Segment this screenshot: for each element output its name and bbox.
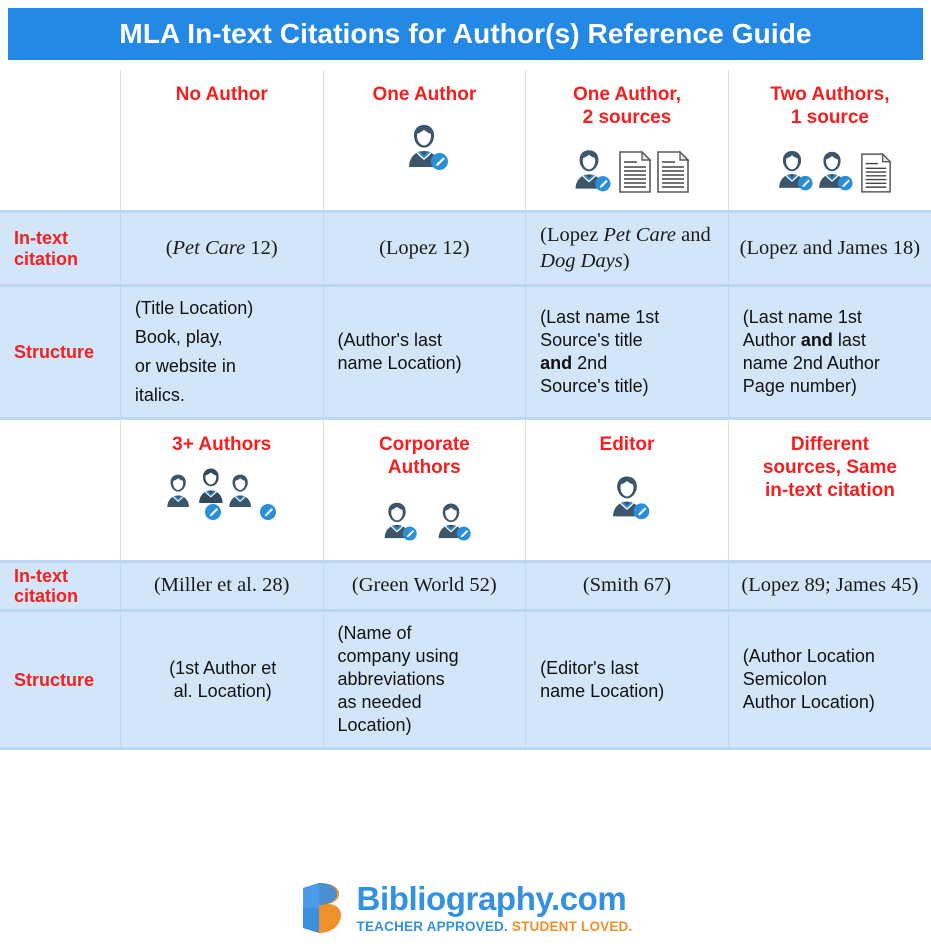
row-label-line1: In-text (14, 228, 68, 249)
row-label-line2: citation (14, 586, 79, 607)
cell-citation-corporate-authors: (Green World 52) (322, 560, 526, 611)
cell-citation-one-author-two-sources: (Lopez Pet Care and Dog Days) (525, 209, 729, 286)
column-header-two-authors-one-source: Two Authors, 1 source (727, 70, 931, 212)
cell-citation-no-author: (Pet Care 12) (119, 209, 324, 286)
column-header-label: Different sources, Same in-text citation (762, 434, 897, 501)
column-header-label: Editor (599, 434, 655, 456)
column-header-editor: Editor (525, 418, 729, 562)
column-header-label: One Author, 2 sources (572, 84, 681, 128)
header-spacer-cell (0, 70, 121, 212)
citation-italic-title-1: Pet Care (603, 224, 677, 246)
three-people-icon (162, 465, 282, 521)
document-icon (619, 149, 652, 193)
cell-structure-three-plus-authors: (1st Author et al. Location) (119, 608, 324, 751)
cell-citation-three-plus-authors: (Miller et al. 28) (119, 560, 324, 611)
column-header-label: 3+ Authors (172, 434, 272, 456)
row-label-line2: citation (14, 248, 79, 269)
structure-line-bold: Author and last (742, 330, 866, 351)
column-header-corporate-authors: Corporate Authors (322, 418, 526, 562)
column-header-one-author: One Author (322, 70, 526, 212)
logo-tagline: TEACHER APPROVED. STUDENT LOVED. (357, 920, 633, 934)
table-header-row-1: No Author One Author (0, 70, 931, 212)
document-icon (657, 149, 690, 193)
person-female-icon (601, 465, 653, 521)
cell-structure-corporate-authors: (Name of company using abbreviations as … (322, 608, 526, 751)
cell-structure-one-author: (Author's last name Location) (322, 284, 526, 421)
structure-row-2: Structure (1st Author et al. Location) (… (0, 608, 931, 751)
person-female-with-two-documents-icon (564, 138, 690, 194)
row-label-in-text-citation: In-text citation (0, 209, 121, 286)
document-icon (861, 152, 892, 193)
cell-citation-one-author: (Lopez 12) (322, 209, 526, 286)
cell-structure-one-author-two-sources: (Last name 1st Source's title and 2nd So… (525, 284, 729, 421)
page-title: MLA In-text Citations for Author(s) Refe… (119, 18, 812, 49)
in-text-citation-row-1: In-text citation (Pet Care 12) (Lopez 12… (0, 209, 931, 286)
citation-italic-title: Pet Care (172, 236, 246, 259)
bibliography-logo-mark (302, 883, 341, 933)
column-header-three-plus-authors: 3+ Authors (119, 418, 324, 562)
logo-brand-name: Bibliography.com (356, 880, 627, 918)
person-male-icon (396, 115, 452, 171)
column-header-no-author: No Author (119, 70, 324, 212)
table-header-row-2: 3+ Authors (0, 418, 931, 562)
two-people-icon (374, 488, 474, 544)
cell-citation-editor: (Smith 67) (525, 560, 729, 611)
cell-structure-two-authors-one-source: (Last name 1st Author and last name 2nd … (727, 284, 931, 421)
in-text-citation-row-2: In-text citation (Miller et al. 28) (Gre… (0, 560, 931, 611)
row-label-in-text-citation-2: In-text citation (0, 560, 121, 611)
logo-tagline-part1: TEACHER APPROVED. (356, 919, 508, 935)
row-label-structure-2: Structure (0, 608, 121, 751)
site-logo[interactable]: Bibliography.com TEACHER APPROVED. STUDE… (0, 882, 931, 934)
cell-citation-two-authors-one-source: (Lopez and James 18) (727, 209, 931, 286)
header-spacer-cell-2 (0, 418, 121, 562)
citation-reference-table: No Author One Author (0, 70, 931, 751)
two-people-with-document-icon (768, 138, 892, 194)
cell-structure-different-sources: (Author Location Semicolon Author Locati… (727, 608, 931, 751)
cell-structure-editor: (Editor's last name Location) (525, 608, 729, 751)
structure-line-bold: and 2nd (540, 353, 608, 374)
row-label-line1: In-text (14, 566, 68, 587)
row-label-structure: Structure (0, 284, 121, 421)
title-bar: MLA In-text Citations for Author(s) Refe… (8, 8, 923, 60)
citation-italic-title-2: Dog Days (540, 249, 623, 272)
structure-row-1: Structure (Title Location) Book, play, o… (0, 284, 931, 421)
column-header-different-sources-same-citation: Different sources, Same in-text citation (727, 418, 931, 562)
column-header-label: Corporate Authors (378, 434, 470, 479)
column-header-label: One Author (372, 84, 477, 105)
logo-tagline-part2: STUDENT LOVED. (507, 919, 633, 935)
cell-citation-different-sources: (Lopez 89; James 45) (727, 560, 931, 611)
column-header-label: No Author (175, 84, 268, 105)
column-header-one-author-two-sources: One Author, 2 sources (525, 70, 729, 212)
cell-structure-no-author: (Title Location) Book, play, or website … (119, 284, 324, 421)
column-header-label: Two Authors, 1 source (770, 84, 890, 128)
